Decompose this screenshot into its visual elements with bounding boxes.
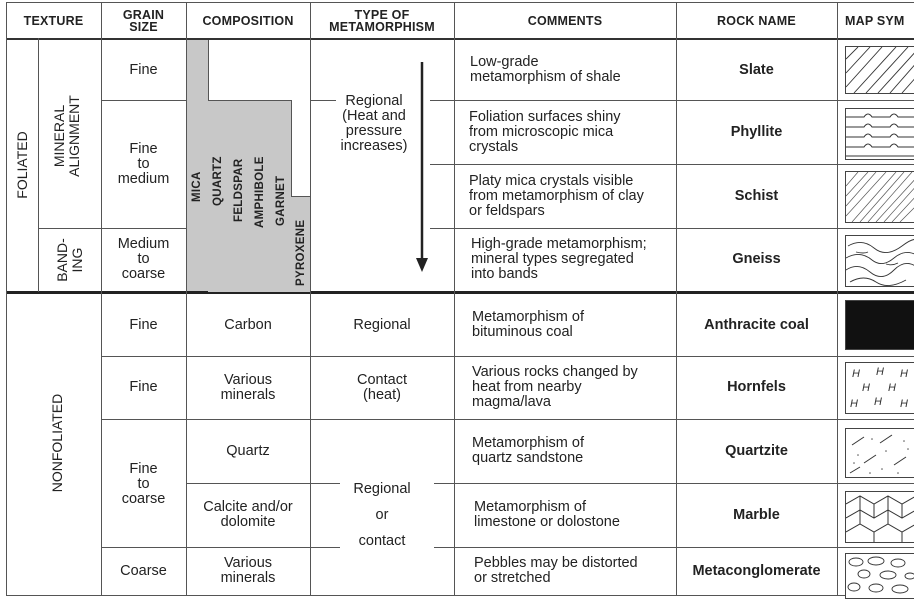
header-composition: COMPOSITION xyxy=(202,13,294,28)
svg-text:H: H xyxy=(874,396,882,408)
metamorphism-contact: Contact (heat) xyxy=(357,371,407,403)
comment-anthracite: Metamorphism of bituminous coal xyxy=(472,309,585,340)
texture-nonfoliated: NONFOLIATED xyxy=(48,393,65,493)
map-symbol-schist xyxy=(845,171,914,223)
header-metamorphism: TYPE OF METAMORPHISM xyxy=(329,7,435,34)
grain-fine-slate: Fine xyxy=(129,61,158,78)
svg-text:H: H xyxy=(876,366,884,378)
header-comments: COMMENTS xyxy=(527,13,603,28)
map-symbol-slate xyxy=(845,46,914,94)
svg-text:H: H xyxy=(850,398,858,410)
composition-quartz: Quartz xyxy=(226,442,270,459)
texture-banding: BAND- ING xyxy=(54,238,85,282)
comment-marble: Metamorphism of limestone or dolostone xyxy=(474,499,620,530)
map-symbol-marble xyxy=(845,491,914,543)
svg-text:H: H xyxy=(852,368,860,380)
mineral-bar-pyroxene xyxy=(291,196,310,292)
rock-metaconglomerate: Metaconglomerate xyxy=(692,562,821,579)
header-texture: TEXTURE xyxy=(23,13,84,28)
rock-schist: Schist xyxy=(734,187,779,204)
comment-hornfels: Various rocks changed by heat from nearb… xyxy=(472,364,638,410)
texture-foliated: FOLIATED xyxy=(13,131,30,199)
grain-fine-medium: Fine to medium xyxy=(117,140,170,187)
rock-gneiss: Gneiss xyxy=(732,251,781,267)
rock-anthracite-coal: Anthracite coal xyxy=(704,316,809,333)
map-symbol-anthracite xyxy=(845,300,914,350)
comment-gneiss: High-grade metamorphism; mineral types s… xyxy=(471,236,647,282)
composition-various-hornfels: Various minerals xyxy=(220,371,276,403)
mineral-label-garnet: GARNET xyxy=(275,175,287,226)
grain-medium-coarse: Medium to coarse xyxy=(117,236,170,282)
comment-phyllite: Foliation surfaces shiny from microscopi… xyxy=(469,108,621,155)
rock-marble: Marble xyxy=(733,506,780,523)
composition-calcite: Calcite and/or dolomite xyxy=(203,499,293,530)
grain-fine-to-coarse: Fine to coarse xyxy=(121,460,166,507)
mineral-label-mica: MICA xyxy=(191,171,203,202)
rock-hornfels: Hornfels xyxy=(727,379,786,395)
mineral-label-quartz: QUARTZ xyxy=(212,156,224,206)
comment-metaconglomerate: Pebbles may be distorted or stretched xyxy=(474,555,638,586)
metamorphism-regional-foliated: Regional (Heat and pressure increases) xyxy=(340,93,408,154)
header-grain-size: GRAIN SIZE xyxy=(122,7,165,34)
comment-slate: Low-grade metamorphism of shale xyxy=(470,54,621,85)
header-map-symbol: MAP SYM xyxy=(845,13,905,28)
map-symbol-metaconglomerate xyxy=(845,553,914,599)
mineral-label-feldspar: FELDSPAR xyxy=(233,158,245,222)
grain-fine-hornfels: Fine xyxy=(129,379,158,395)
increase-arrow-icon xyxy=(416,62,428,272)
rock-phyllite: Phyllite xyxy=(730,123,783,140)
map-symbol-quartzite xyxy=(845,428,914,478)
grain-coarse: Coarse xyxy=(120,562,167,579)
comment-quartzite: Metamorphism of quartz sandstone xyxy=(472,435,585,466)
header-rock-name: ROCK NAME xyxy=(717,13,796,28)
rock-slate: Slate xyxy=(739,61,774,78)
svg-text:H: H xyxy=(900,398,908,410)
mineral-bar-mica xyxy=(187,40,209,291)
composition-carbon: Carbon xyxy=(224,316,272,333)
texture-mineral-alignment: MINERAL ALIGNMENT xyxy=(51,95,82,177)
mineral-label-amphibole: AMPHIBOLE xyxy=(254,156,266,228)
metamorphism-regional: Regional xyxy=(353,316,411,333)
svg-text:H: H xyxy=(862,382,870,394)
comment-schist: Platy mica crystals visible from metamor… xyxy=(469,172,644,219)
svg-text:H: H xyxy=(900,368,908,380)
svg-text:H: H xyxy=(888,382,896,394)
mineral-label-pyroxene: PYROXENE xyxy=(295,219,307,286)
map-symbol-phyllite xyxy=(845,108,914,160)
grain-fine-anthracite: Fine xyxy=(129,316,158,333)
map-symbol-gneiss xyxy=(845,235,914,287)
composition-various-meta: Various minerals xyxy=(220,555,276,586)
metamorphism-regional-or-contact: Regional or contact xyxy=(353,481,411,549)
rock-quartzite: Quartzite xyxy=(725,442,788,459)
